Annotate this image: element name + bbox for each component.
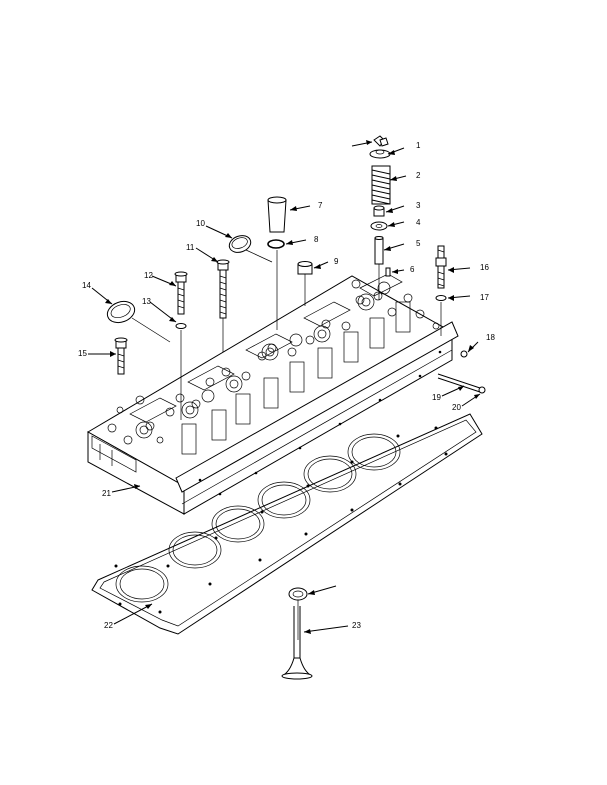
center-lines	[131, 249, 442, 640]
leader-3	[389, 175, 407, 181]
callout-1: 1	[416, 141, 421, 150]
callout-9: 9	[334, 257, 339, 266]
leader-15	[91, 287, 113, 305]
expansion-plug-left	[106, 300, 136, 324]
leader-16	[88, 351, 116, 357]
callout-16: 16	[480, 263, 489, 272]
leader-14	[149, 301, 177, 323]
leader-25	[303, 625, 349, 634]
callout-19: 19	[432, 393, 441, 402]
spring-seat	[370, 221, 388, 231]
front-face-holes	[198, 350, 442, 496]
callout-3: 3	[416, 201, 421, 210]
spring-retainer	[369, 149, 391, 159]
leader-5	[387, 221, 405, 227]
leader-2	[387, 147, 405, 155]
leader-24	[307, 585, 337, 595]
washer-right	[435, 295, 447, 301]
callout-labels: 1 2 3 4 5 6 7 8 9 10 11 12 13 14 15 16 1…	[78, 141, 495, 630]
leader-8	[289, 205, 311, 211]
leader-12	[195, 247, 219, 263]
plug-screw-right	[460, 350, 468, 358]
callout-12: 12	[144, 271, 153, 280]
leader-17	[447, 267, 471, 273]
callout-22: 22	[104, 621, 113, 630]
leader-4	[385, 205, 405, 213]
leader-22	[111, 484, 141, 493]
callout-18: 18	[486, 333, 495, 342]
cup-plug	[297, 261, 313, 275]
leader-11	[205, 225, 233, 239]
washer-left	[175, 323, 187, 329]
head-bolt-long	[216, 259, 230, 319]
callout-2: 2	[416, 171, 421, 180]
bolt-left	[114, 337, 128, 375]
valve-spring	[371, 165, 391, 205]
o-ring	[267, 239, 285, 249]
leader-21	[461, 393, 481, 407]
head-bolt-holes	[107, 279, 440, 445]
head-bolt-short	[174, 271, 188, 315]
valve	[281, 587, 313, 680]
cylinder-head	[86, 273, 459, 515]
leader-13	[151, 275, 177, 287]
valve-stem-seal	[373, 205, 385, 217]
callout-10: 10	[196, 219, 205, 228]
callout-8: 8	[314, 235, 319, 244]
callout-7: 7	[318, 201, 323, 210]
leader-9	[285, 239, 307, 245]
expansion-plug-upper	[228, 235, 252, 253]
leader-7	[391, 269, 405, 274]
tube-right	[437, 373, 486, 394]
callout-17: 17	[480, 293, 489, 302]
valve-guide	[374, 236, 384, 265]
callout-6: 6	[410, 265, 415, 274]
valve-keepers	[373, 135, 389, 147]
leader-18	[447, 295, 471, 301]
leader-23	[113, 603, 153, 625]
injector-bores	[135, 281, 391, 439]
callout-23: 23	[352, 621, 361, 630]
leader-20	[441, 385, 465, 397]
callout-13: 13	[142, 297, 151, 306]
leader-10	[313, 261, 329, 269]
callout-15: 15	[78, 349, 87, 358]
callout-11: 11	[186, 243, 195, 252]
gasket-holes	[114, 426, 448, 614]
callout-5: 5	[416, 239, 421, 248]
gasket-cylinder-bores	[115, 433, 401, 603]
leader-19	[467, 341, 479, 353]
head-gasket	[91, 413, 483, 635]
callout-14: 14	[82, 281, 91, 290]
callout-20: 20	[452, 403, 461, 412]
callout-4: 4	[416, 218, 421, 227]
leader-lines	[88, 140, 481, 634]
dowel-pin	[385, 267, 391, 277]
callout-21: 21	[102, 489, 111, 498]
leader-1	[351, 140, 373, 147]
leader-6	[383, 243, 405, 251]
injector-sleeve	[267, 196, 287, 233]
stud-right	[435, 245, 447, 289]
